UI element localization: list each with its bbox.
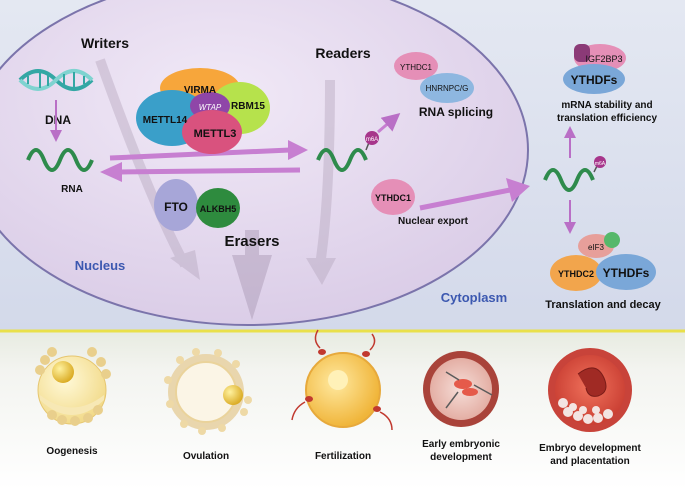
rbm15-label: RBM15	[231, 101, 265, 112]
faint-down-arrows	[95, 58, 336, 320]
rna-strand-nucleus	[26, 148, 94, 172]
hnrnp-shape	[420, 73, 474, 103]
fto-shape	[154, 179, 198, 231]
rna-label: RNA	[61, 184, 83, 195]
m6a-mark-cyto	[594, 156, 606, 168]
export-arrow	[419, 187, 511, 211]
stage-label-4b: development	[430, 452, 492, 463]
virma-label: VIRMA	[184, 85, 216, 96]
hnrnp-label: HNRNPC/G	[426, 84, 469, 93]
dna-helix-icon	[18, 69, 94, 91]
writer-complex	[136, 68, 270, 154]
writers-label: Writers	[81, 35, 129, 51]
early-embryo-illustration	[423, 351, 499, 427]
ythdc1-export-label: YTHDC1	[375, 193, 411, 203]
fto-label: FTO	[164, 200, 188, 214]
export-arrowhead	[506, 178, 530, 202]
demethylation-arrowhead	[100, 162, 122, 182]
rna-strand-cytoplasm	[543, 168, 595, 192]
mettl14-label: METTL14	[143, 115, 188, 126]
stage-label-1: Oogenesis	[46, 446, 98, 457]
stage-label-5a: Embryo development	[539, 443, 641, 454]
ythdfs-bottom-shape	[596, 254, 656, 290]
igf2bp3-tag	[574, 44, 590, 62]
m6a-label: m6A	[366, 137, 378, 143]
demethylation-arrow	[119, 167, 301, 175]
alkbh5-shape	[196, 188, 240, 228]
stage-label-5b: and placentation	[550, 456, 629, 467]
m6a-mark	[365, 131, 379, 145]
wtap-label: WTAP	[199, 103, 222, 112]
ythdc1-export-shape	[371, 179, 415, 215]
ythdfs-top-shape	[563, 64, 625, 94]
rna-strand-modified	[316, 148, 368, 172]
igf2bp3-label: IGF2BP3	[585, 54, 622, 64]
ythdfs-top-label: YTHDFs	[571, 73, 618, 87]
splicing-arrow	[377, 113, 401, 134]
oogenesis-illustration	[35, 347, 111, 426]
ythdc1-splice-shape	[394, 52, 438, 80]
eif3-label: eIF3	[588, 243, 605, 252]
ythdc2-shape	[550, 255, 602, 291]
dna-label: DNA	[45, 113, 71, 127]
stability-label-2: translation efficiency	[557, 113, 657, 124]
erasers-label: Erasers	[224, 233, 279, 250]
translation-decay-label: Translation and decay	[545, 299, 661, 311]
nuclear-export-label: Nuclear export	[398, 216, 469, 227]
stage-label-3: Fertilization	[315, 451, 371, 462]
stage-label-4a: Early embryonic	[422, 439, 500, 450]
stability-label: mRNA stability and	[561, 100, 652, 111]
readers-label: Readers	[315, 45, 370, 61]
nucleus-label: Nucleus	[75, 258, 126, 273]
nucleus-ellipse	[0, 0, 529, 326]
m6a-label-cyto: m6A	[595, 161, 606, 167]
ythdc2-label: YTHDC2	[558, 269, 594, 279]
stage-label-2: Ovulation	[183, 451, 229, 462]
rna-splicing-label: RNA splicing	[419, 105, 493, 119]
ythdc1-splice-label: YTHDC1	[400, 63, 433, 72]
ythdfs-bottom-label: YTHDFs	[603, 266, 650, 280]
methylation-arrow	[109, 147, 291, 161]
eif3-accent	[604, 232, 620, 248]
methylation-arrowhead	[288, 140, 308, 160]
alkbh5-label: ALKBH5	[200, 204, 237, 214]
fertilization-illustration	[291, 329, 393, 431]
mettl3-label: METTL3	[194, 128, 237, 140]
cytoplasm-label: Cytoplasm	[441, 290, 507, 305]
embryo-placentation-illustration	[548, 348, 632, 432]
ovulation-illustration	[164, 348, 252, 435]
